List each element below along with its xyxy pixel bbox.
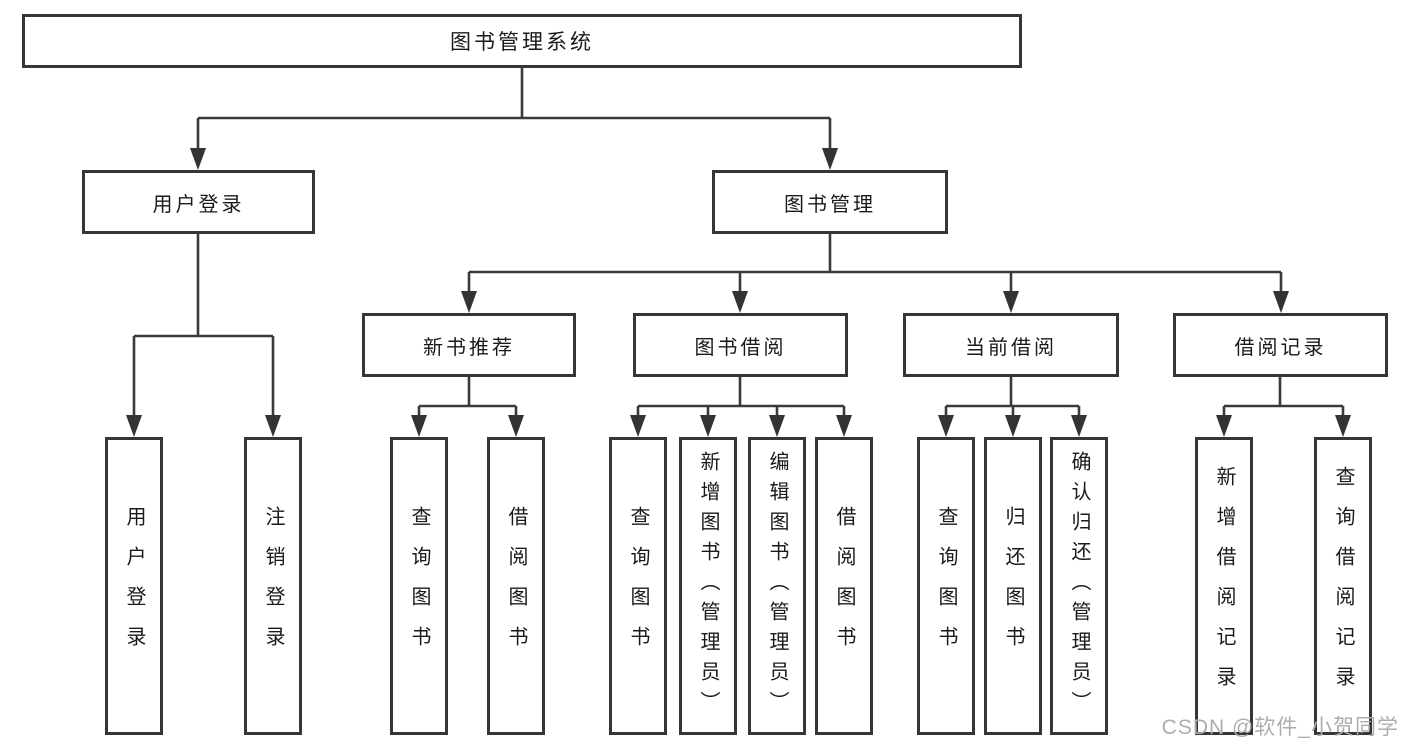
node-current-borrow: 当前借阅 (903, 313, 1119, 377)
node-root-system: 图书管理系统 (22, 14, 1022, 68)
leaf-logout: 注销登录 (244, 437, 302, 735)
node-borrow-records: 借阅记录 (1173, 313, 1388, 377)
leaf-query-books-recommend: 查询图书 (390, 437, 448, 735)
leaf-add-books-admin: 新增图书（管理员） (679, 437, 737, 735)
leaf-query-books-current: 查询图书 (917, 437, 975, 735)
node-user-login: 用户登录 (82, 170, 315, 234)
node-book-management: 图书管理 (712, 170, 948, 234)
leaf-edit-books-admin: 编辑图书（管理员） (748, 437, 806, 735)
leaf-user-login: 用户登录 (105, 437, 163, 735)
leaf-borrow-books-recommend: 借阅图书 (487, 437, 545, 735)
leaf-confirm-return-admin: 确认归还（管理员） (1050, 437, 1108, 735)
node-new-book-recommend: 新书推荐 (362, 313, 576, 377)
leaf-query-books-borrow: 查询图书 (609, 437, 667, 735)
leaf-return-books: 归还图书 (984, 437, 1042, 735)
leaf-borrow-books: 借阅图书 (815, 437, 873, 735)
node-book-borrow: 图书借阅 (633, 313, 848, 377)
leaf-add-borrow-record: 新增借阅记录 (1195, 437, 1253, 735)
csdn-watermark: CSDN @软件_小贺同学 (1161, 716, 1399, 739)
leaf-query-borrow-record: 查询借阅记录 (1314, 437, 1372, 735)
